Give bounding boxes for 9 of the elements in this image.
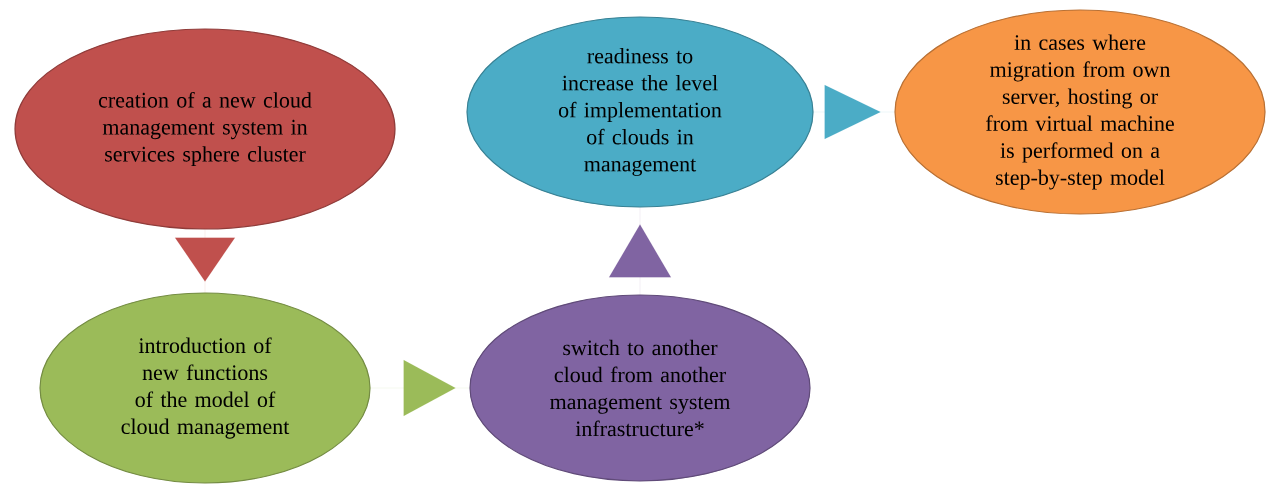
ellipse-node: in cases where migration from own server, hosting or from virtual machine is performed on a step-by-step model bbox=[894, 9, 1266, 215]
triangle-arrow bbox=[370, 360, 470, 416]
ellipse-node: readiness to increase the level of implementation of clouds in management bbox=[466, 16, 814, 208]
triangle-arrow bbox=[609, 207, 671, 295]
ellipse-node: switch to another cloud from another management system infrastructure* bbox=[469, 294, 811, 482]
ellipse-node: creation of a new cloud management system in services sphere cluster bbox=[14, 28, 396, 230]
ellipse-node: introduction of new functions of the model of cloud management bbox=[39, 292, 371, 484]
triangle-arrow bbox=[813, 85, 895, 139]
triangle-arrow bbox=[175, 229, 235, 293]
